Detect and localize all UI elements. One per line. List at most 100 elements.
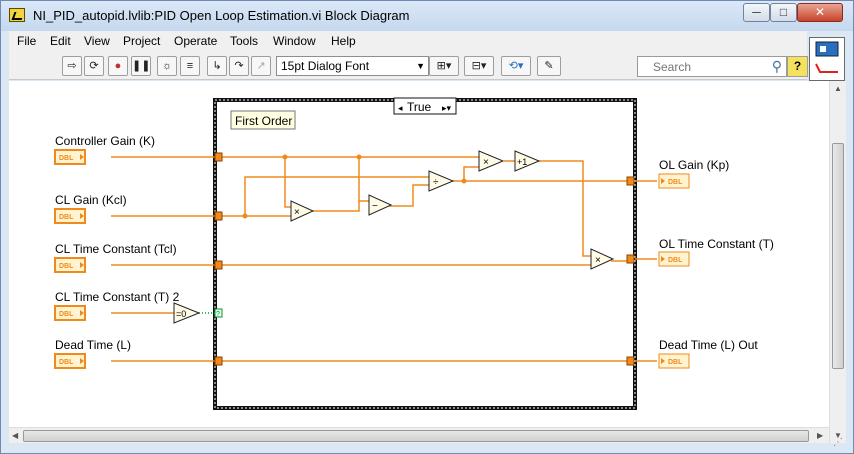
step-into-icon[interactable]: ↳ bbox=[207, 56, 227, 76]
scroll-up-icon[interactable]: ▲ bbox=[834, 84, 842, 93]
svg-text:DBL: DBL bbox=[59, 155, 74, 162]
align-objects-icon[interactable]: ⊞▾ bbox=[429, 56, 459, 76]
svg-text:DBL: DBL bbox=[668, 359, 683, 366]
menu-help[interactable]: Help bbox=[331, 34, 356, 48]
op-multiply-2: × bbox=[483, 157, 489, 168]
increment-node bbox=[514, 150, 541, 172]
terminal-dead-time-out: DBL bbox=[658, 353, 690, 369]
horizontal-scrollbar[interactable]: ◀ ▶ bbox=[9, 427, 829, 443]
label-dead-time: Dead Time (L) bbox=[55, 338, 131, 352]
distribute-objects-icon[interactable]: ⊟▾ bbox=[464, 56, 494, 76]
maximize-button[interactable]: □ bbox=[770, 3, 797, 22]
case-selector-terminal[interactable] bbox=[214, 308, 223, 318]
labview-vi-icon bbox=[9, 8, 25, 22]
block-diagram-canvas[interactable]: ◂ True ▸▾ First Order bbox=[9, 81, 829, 427]
wires bbox=[111, 156, 657, 362]
label-cl-time-constant-2: CL Time Constant (T) 2 bbox=[55, 290, 180, 304]
vertical-scroll-thumb[interactable] bbox=[832, 143, 844, 369]
case-selector[interactable] bbox=[393, 97, 457, 115]
abort-icon[interactable]: ● bbox=[108, 56, 128, 76]
label-ol-gain: OL Gain (Kp) bbox=[659, 158, 729, 172]
case-increment-icon[interactable]: ▸▾ bbox=[442, 103, 452, 113]
step-out-icon[interactable]: ↗ bbox=[251, 56, 271, 76]
step-over-icon[interactable]: ↷ bbox=[229, 56, 249, 76]
subtract-node bbox=[368, 194, 393, 216]
scroll-right-icon[interactable]: ▶ bbox=[817, 431, 824, 440]
multiply-node-3 bbox=[590, 248, 615, 270]
menu-bar: File Edit View Project Operate Tools Win… bbox=[9, 31, 807, 52]
run-arrow-icon[interactable]: ⇨ bbox=[62, 56, 82, 76]
op-multiply-3: × bbox=[595, 255, 601, 266]
multiply-node-2 bbox=[478, 150, 505, 172]
menu-project[interactable]: Project bbox=[123, 34, 161, 48]
scroll-down-icon[interactable]: ▼ bbox=[834, 431, 842, 440]
svg-text:DBL: DBL bbox=[59, 311, 74, 318]
case-label: First Order bbox=[235, 114, 292, 128]
reorder-icon[interactable]: ⟲▾ bbox=[501, 56, 531, 76]
label-cl-gain: CL Gain (Kcl) bbox=[55, 193, 127, 207]
title-bar[interactable]: NI_PID_autopid.lvlib:PID Open Loop Estim… bbox=[1, 1, 853, 31]
retain-wire-values-icon[interactable]: ≡ bbox=[180, 56, 200, 76]
case-label-box bbox=[230, 110, 296, 130]
op-subtract: − bbox=[372, 201, 378, 212]
svg-text:DBL: DBL bbox=[668, 257, 683, 264]
op-multiply-1: × bbox=[294, 207, 300, 218]
label-ol-time-constant: OL Time Constant (T) bbox=[659, 237, 774, 251]
search-box[interactable]: ⚲ bbox=[637, 56, 787, 77]
menu-window[interactable]: Window bbox=[273, 34, 316, 48]
label-cl-time-constant: CL Time Constant (Tcl) bbox=[55, 242, 177, 256]
function-nodes[interactable] bbox=[173, 150, 615, 324]
terminal-cl-time-constant: DBL bbox=[54, 257, 86, 273]
multiply-node-1 bbox=[290, 200, 315, 222]
scroll-left-icon[interactable]: ◀ bbox=[12, 431, 19, 440]
minimize-button[interactable]: ─ bbox=[743, 3, 770, 22]
resize-grip-icon[interactable]: ⋰ bbox=[833, 437, 843, 448]
svg-text:DBL: DBL bbox=[59, 214, 74, 221]
equal-zero-node bbox=[173, 302, 201, 324]
toolbar: ⇨ ⟳ ● ❚❚ ☼ ≡ ↳ ↷ ↗ 15pt Dialog Font ▼ ⊞▾… bbox=[9, 52, 808, 80]
wire-junctions bbox=[242, 154, 467, 219]
horizontal-scroll-thumb[interactable] bbox=[23, 430, 809, 442]
divide-node bbox=[428, 170, 455, 192]
run-continuously-icon[interactable]: ⟳ bbox=[84, 56, 104, 76]
case-decrement-icon[interactable]: ◂ bbox=[398, 103, 403, 113]
font-selector[interactable]: 15pt Dialog Font ▼ bbox=[276, 56, 429, 76]
context-help-icon[interactable] bbox=[809, 37, 845, 81]
op-equal-zero: =0 bbox=[176, 309, 186, 319]
menu-tools[interactable]: Tools bbox=[230, 34, 259, 48]
label-controller-gain: Controller Gain (K) bbox=[55, 134, 155, 148]
highlight-execution-icon[interactable]: ☼ bbox=[157, 56, 177, 76]
search-input[interactable] bbox=[638, 57, 753, 76]
output-terminals[interactable]: DBL DBL DBL bbox=[658, 173, 690, 369]
op-increment: +1 bbox=[517, 157, 527, 167]
case-structure[interactable] bbox=[213, 98, 637, 410]
font-selector-value: 15pt Dialog Font bbox=[281, 59, 370, 73]
menu-operate[interactable]: Operate bbox=[174, 34, 218, 48]
pause-icon[interactable]: ❚❚ bbox=[131, 56, 151, 76]
terminal-cl-time-constant-2: DBL bbox=[54, 305, 86, 321]
menu-file[interactable]: File bbox=[17, 34, 37, 48]
terminal-ol-time-constant: DBL bbox=[658, 251, 690, 267]
menu-view[interactable]: View bbox=[84, 34, 110, 48]
terminal-controller-gain: DBL bbox=[54, 149, 86, 165]
search-icon[interactable]: ⚲ bbox=[771, 58, 782, 74]
svg-text:?: ? bbox=[216, 311, 220, 318]
op-divide: ÷ bbox=[433, 177, 439, 188]
tunnels[interactable] bbox=[214, 152, 635, 366]
vertical-scrollbar[interactable]: ▲ ▼ bbox=[829, 81, 846, 443]
case-selector-value: True bbox=[407, 100, 432, 114]
menu-edit[interactable]: Edit bbox=[50, 34, 71, 48]
svg-text:DBL: DBL bbox=[668, 179, 683, 186]
svg-text:DBL: DBL bbox=[59, 359, 74, 366]
help-button[interactable]: ? bbox=[787, 56, 808, 77]
input-terminals[interactable]: DBL DBL DBL DBL bbox=[54, 149, 86, 369]
clean-up-diagram-icon[interactable]: ✎ bbox=[537, 56, 561, 76]
window-title: NI_PID_autopid.lvlib:PID Open Loop Estim… bbox=[33, 8, 410, 23]
chevron-down-icon: ▼ bbox=[416, 61, 425, 71]
terminal-cl-gain: DBL bbox=[54, 208, 86, 224]
terminal-ol-gain: DBL bbox=[658, 173, 690, 189]
block-diagram[interactable]: ◂ True ▸▾ First Order bbox=[9, 81, 829, 427]
svg-text:DBL: DBL bbox=[59, 263, 74, 270]
close-button[interactable]: ✕ bbox=[797, 3, 843, 22]
